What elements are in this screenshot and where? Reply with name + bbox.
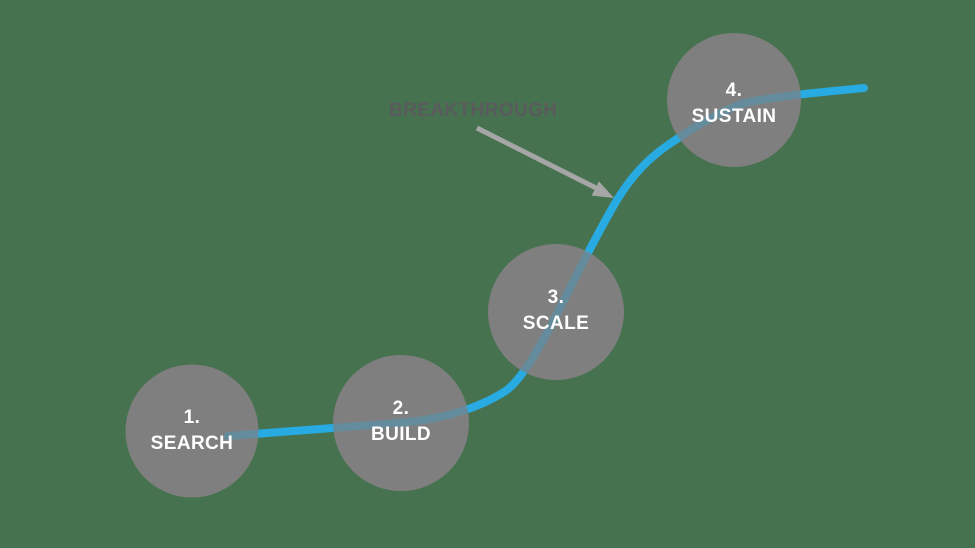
stage-label-scale: 3. SCALE	[466, 285, 646, 337]
stage-circle-search	[125, 364, 259, 498]
stage-name: SEARCH	[150, 433, 234, 454]
stage-number: 3.	[547, 287, 565, 308]
stage-name: SCALE	[522, 313, 590, 334]
stage-name: BUILD	[370, 424, 432, 445]
breakthrough-label: BREAKTHROUGH	[389, 100, 558, 121]
stage-circle-build	[333, 355, 469, 491]
arrow-shaft	[475, 125, 598, 191]
stage-name: SUSTAIN	[691, 106, 777, 127]
growth-curve-overlay	[224, 84, 868, 440]
stage-number: 2.	[392, 398, 410, 419]
stage-label-sustain: 4. SUSTAIN	[644, 78, 824, 130]
stage-label-search: 1. SEARCH	[102, 405, 282, 457]
arrow-head-icon	[591, 181, 614, 198]
stage-label-build: 2. BUILD	[311, 396, 491, 448]
stage-number: 4.	[725, 80, 743, 101]
stage-circle-sustain	[667, 33, 801, 167]
breakthrough-arrow	[475, 125, 614, 198]
stage-circle-scale	[488, 244, 624, 380]
stage-number: 1.	[183, 407, 201, 428]
